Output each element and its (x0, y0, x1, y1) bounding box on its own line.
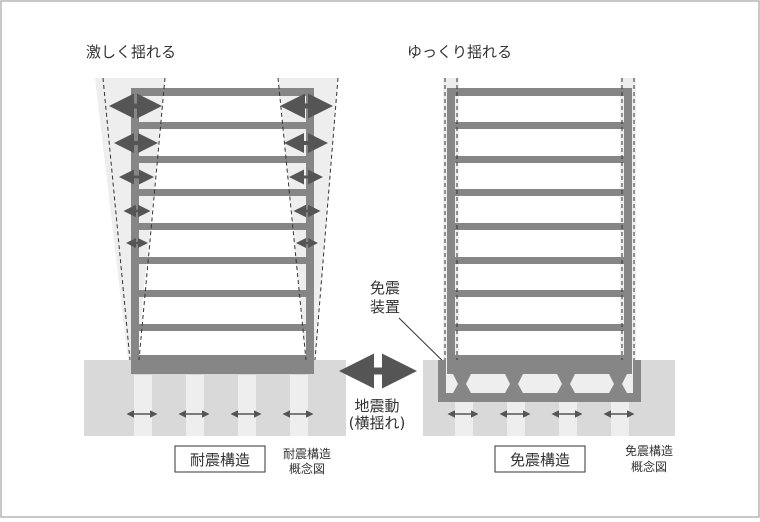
sway-lines-right (444, 78, 635, 360)
piles-left (134, 375, 308, 436)
earthquake-motion: 地震動 (横揺れ) 免震 装置 (339, 279, 461, 432)
seismic-isolated-structure: ゆっくり揺れる 免震構造 免震構造 概念図 (407, 43, 675, 474)
isolator-2 (505, 374, 523, 393)
quake-label-line1: 地震動 (354, 397, 399, 415)
right-motion-label: ゆっくり揺れる (407, 43, 512, 61)
isolator-1 (453, 374, 471, 393)
isolation-devices (453, 374, 627, 393)
sway-lines-left (102, 77, 339, 361)
left-name-label: 耐震構造 (190, 451, 250, 469)
left-concept-line2: 概念図 (289, 461, 325, 476)
left-motion-label: 激しく揺れる (86, 43, 176, 61)
device-label-line2: 装置 (370, 298, 400, 316)
right-concept-line2: 概念図 (631, 459, 667, 474)
quake-label-line2: (横揺れ) (349, 414, 406, 432)
device-label-line1: 免震 (370, 279, 400, 297)
shake-arrows-left (109, 93, 333, 248)
isolator-4 (609, 374, 627, 393)
right-concept-line1: 免震構造 (625, 443, 673, 458)
seismic-resistant-structure: 激しく揺れる 耐震構造 耐震構造 概念図 (84, 43, 346, 476)
right-name-box (494, 445, 586, 473)
left-concept-line1: 耐震構造 (283, 447, 331, 461)
building-frame-right (447, 88, 632, 374)
right-name-label: 免震構造 (510, 451, 570, 469)
building-frame-left (131, 88, 314, 374)
isolator-3 (557, 374, 575, 393)
left-name-box (174, 445, 266, 473)
